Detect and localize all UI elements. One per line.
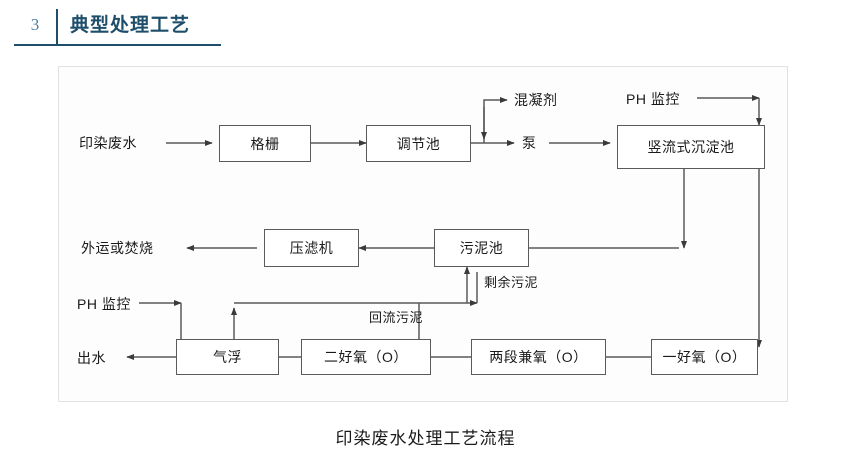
node-equalization-tank[interactable]: 调节池: [366, 125, 471, 162]
process-flow-diagram: 印染废水 混凝剂 泵 PH 监控 外运或焚烧 PH 监控 出水 格栅 调节池 竖…: [58, 66, 788, 402]
node-coagulant: 混凝剂: [514, 92, 558, 108]
node-dissolved-air-flotation[interactable]: 气浮: [176, 339, 279, 375]
node-influent: 印染废水: [79, 135, 137, 151]
node-ph-monitor-bottom: PH 监控: [77, 296, 131, 312]
node-sludge-tank[interactable]: 污泥池: [434, 229, 529, 267]
node-filter-press[interactable]: 压滤机: [264, 229, 359, 267]
figure-caption: 印染废水处理工艺流程: [335, 429, 516, 448]
edge-label-return-sludge: 回流污泥: [369, 310, 424, 325]
node-aerobic-stage-1[interactable]: 一好氧（O）: [651, 339, 758, 375]
node-effluent: 出水: [77, 350, 106, 366]
section-number: 3: [30, 15, 40, 34]
edge-label-excess-sludge: 剩余污泥: [484, 275, 539, 290]
header-divider: [56, 9, 58, 44]
node-vertical-flow-clarifier[interactable]: 竖流式沉淀池: [617, 125, 765, 169]
node-two-stage-facultative[interactable]: 两段兼氧（O）: [471, 339, 606, 375]
node-bar-screen[interactable]: 格栅: [219, 125, 311, 162]
page-title: 典型处理工艺: [70, 14, 191, 36]
section-header: 3 典型处理工艺: [14, 8, 221, 46]
node-pump: 泵: [522, 135, 537, 151]
node-aerobic-stage-2[interactable]: 二好氧（O）: [301, 339, 431, 375]
node-offsite-disposal: 外运或焚烧: [81, 240, 154, 256]
node-ph-monitor-top: PH 监控: [626, 91, 680, 107]
